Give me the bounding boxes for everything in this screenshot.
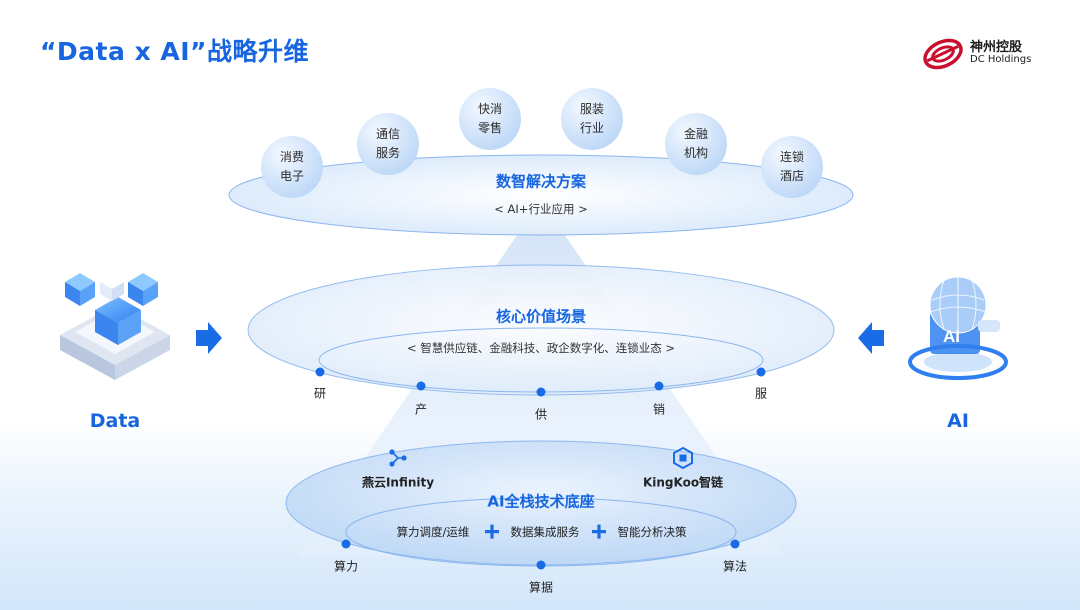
service-label: 算力调度/运维 bbox=[396, 525, 470, 539]
middle-layer-subtitle: < 智慧供应链、金融科技、政企数字化、连锁业态 > bbox=[406, 341, 676, 355]
industry-label-line1: 金融 bbox=[683, 127, 709, 141]
top-layer-subtitle: < AI+行业应用 > bbox=[494, 202, 588, 216]
industry-bubbles bbox=[261, 88, 823, 198]
top-layer-title: 数智解决方案 bbox=[495, 172, 587, 191]
industry-label-line1: 消费 bbox=[279, 150, 305, 164]
industry-label-line1: 连锁 bbox=[779, 150, 805, 164]
left-arrow-icon bbox=[858, 322, 884, 354]
foundation-point: 算力 bbox=[333, 559, 359, 574]
industry-label-line1: 服装 bbox=[579, 102, 605, 116]
page-title: “Data x AI”战略升维 bbox=[40, 37, 309, 66]
dc-logo-icon bbox=[923, 38, 963, 70]
product-kingkoo-label: KingKoo智链 bbox=[642, 475, 724, 490]
point-dot-gong bbox=[536, 387, 546, 397]
value-chain-point: 研 bbox=[313, 386, 327, 401]
point-dot-fu bbox=[756, 367, 766, 377]
industry-label-line2: 服务 bbox=[375, 146, 401, 160]
industry-label-line1: 快消 bbox=[477, 102, 503, 116]
bottom-point-markers bbox=[341, 539, 740, 570]
industry-label: 快消 零售 bbox=[478, 100, 502, 138]
industry-label-line2: 酒店 bbox=[779, 169, 805, 183]
point-dot-yan bbox=[315, 367, 325, 377]
point-dot-xiao bbox=[654, 381, 664, 391]
bottom-layer-title: AI全栈技术底座 bbox=[487, 492, 595, 511]
logo-english-name: DC Holdings bbox=[970, 54, 1032, 65]
industry-bubble bbox=[665, 113, 727, 175]
product-infinity-label: 燕云Infinity bbox=[361, 475, 435, 490]
top-layer-ellipse bbox=[228, 154, 854, 236]
logo-chinese-name: 神州控股 bbox=[970, 40, 1023, 55]
point-dot-suanli bbox=[341, 539, 351, 549]
industry-label-line2: 电子 bbox=[279, 169, 305, 183]
value-chain-point: 供 bbox=[534, 407, 548, 422]
industry-bubble bbox=[761, 136, 823, 198]
middle-layer-title: 核心价值场景 bbox=[495, 307, 587, 326]
ai-badge-text: AI bbox=[943, 327, 960, 346]
industry-bubble bbox=[261, 136, 323, 198]
industry-label: 消费 电子 bbox=[280, 148, 304, 186]
value-chain-point: 销 bbox=[652, 402, 666, 417]
industry-bubble bbox=[459, 88, 521, 150]
ai-sphere-illustration bbox=[908, 276, 1008, 380]
industry-label-line2: 行业 bbox=[579, 121, 605, 135]
middle-layer-ellipse bbox=[247, 264, 835, 396]
point-dot-suanfa bbox=[730, 539, 740, 549]
foundation-point: 算据 bbox=[528, 580, 554, 595]
hexagon-chain-icon bbox=[673, 446, 693, 470]
company-logo: 神州控股 DC Holdings bbox=[922, 36, 1042, 72]
data-label: Data bbox=[89, 410, 141, 432]
data-cubes-illustration bbox=[60, 273, 170, 380]
industry-label: 金融 机构 bbox=[684, 125, 708, 163]
industry-bubble bbox=[357, 113, 419, 175]
industry-label: 通信 服务 bbox=[376, 125, 400, 163]
network-icon bbox=[389, 449, 407, 467]
ai-label: AI bbox=[947, 410, 969, 432]
plus-icons bbox=[485, 524, 606, 539]
industry-label-line2: 零售 bbox=[477, 121, 503, 135]
middle-point-markers bbox=[315, 367, 766, 397]
point-dot-suanju bbox=[536, 560, 546, 570]
plus-icon bbox=[592, 524, 606, 539]
point-dot-chan bbox=[416, 381, 426, 391]
industry-label-line2: 机构 bbox=[683, 146, 709, 160]
industry-label: 服装 行业 bbox=[580, 100, 604, 138]
industry-bubble bbox=[561, 88, 623, 150]
plus-icon bbox=[485, 524, 499, 539]
foundation-point: 算法 bbox=[722, 559, 748, 574]
service-label: 数据集成服务 bbox=[510, 525, 580, 539]
industry-label: 连锁 酒店 bbox=[780, 148, 804, 186]
value-chain-point: 服 bbox=[754, 386, 768, 401]
value-chain-point: 产 bbox=[414, 402, 428, 417]
right-arrow-icon bbox=[196, 322, 222, 354]
service-label: 智能分析决策 bbox=[617, 525, 687, 539]
industry-label-line1: 通信 bbox=[375, 127, 401, 141]
